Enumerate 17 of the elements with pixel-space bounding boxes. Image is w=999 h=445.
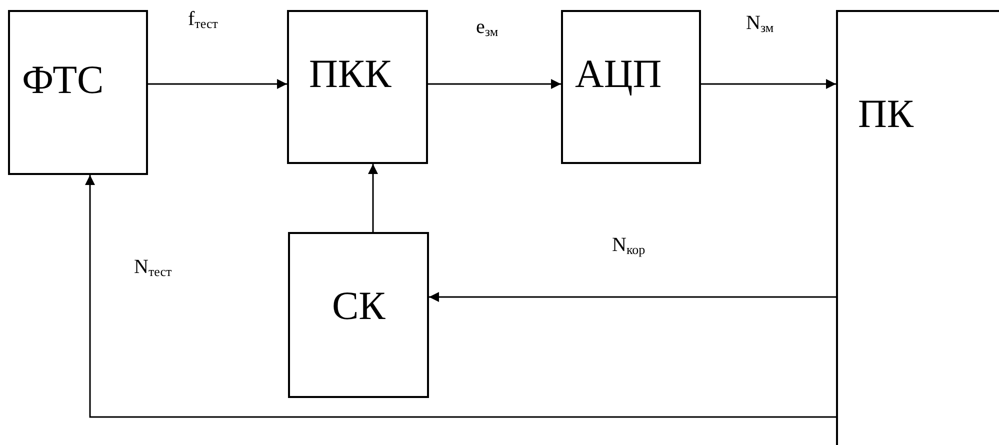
arrow: [429, 292, 836, 302]
block-label: ПК: [858, 94, 914, 134]
block-box: [561, 10, 701, 164]
edge-label: f$_{тест}$: [188, 8, 218, 32]
block-box: [836, 10, 999, 445]
arrow: [85, 175, 836, 418]
block-box: [287, 10, 428, 164]
arrow: [148, 79, 287, 89]
block-box: [8, 10, 148, 175]
arrow: [368, 164, 378, 232]
arrow: [701, 79, 836, 89]
block-label: ПКК: [309, 54, 392, 94]
block-label: СК: [332, 286, 386, 326]
block-label: АЦП: [575, 54, 662, 94]
arrow: [428, 79, 561, 89]
block-label: ФТС: [22, 60, 104, 100]
block-box: [288, 232, 429, 398]
